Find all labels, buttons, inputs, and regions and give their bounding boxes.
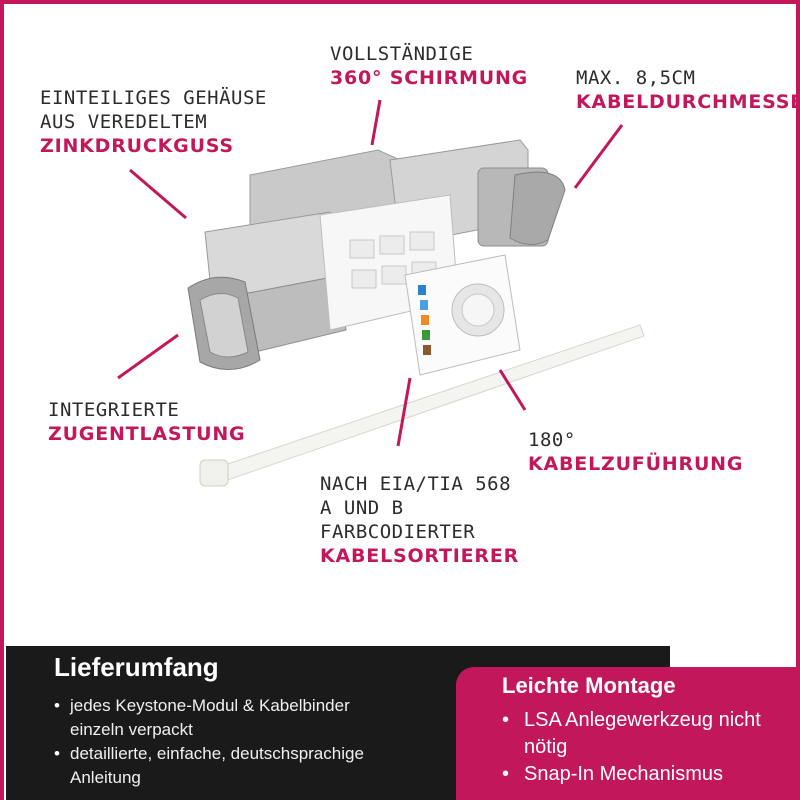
housing-callout: EINTEILIGES GEHÄUSE AUS VEREDELTEM ZINKD… xyxy=(40,86,267,158)
assembly-title: Leichte Montage xyxy=(502,673,676,698)
delivery-item: jedes Keystone-Modul & Kabelbinder einze… xyxy=(54,694,384,742)
cable-tie-image xyxy=(199,324,645,487)
shielding-connector xyxy=(370,99,382,146)
strain-callout: INTEGRIERTE ZUGENTLASTUNG xyxy=(48,398,245,446)
sorter-line1: NACH EIA/TIA 568 xyxy=(320,473,512,495)
shielding-callout: VOLLSTÄNDIGE 360° SCHIRMUNG xyxy=(330,42,528,90)
housing-connector xyxy=(129,168,187,220)
sorter-accent: KABELSORTIERER xyxy=(320,545,520,567)
sorter-callout: NACH EIA/TIA 568 A UND B FARBCODIERTER K… xyxy=(320,472,519,568)
housing-accent: ZINKDRUCKGUSS xyxy=(40,135,234,157)
feed-accent: KABELZUFÜHRUNG xyxy=(528,453,744,475)
white-sorter-image xyxy=(319,194,521,376)
strain-line1: INTEGRIERTE xyxy=(48,399,180,421)
delivery-list: jedes Keystone-Modul & Kabelbinder einze… xyxy=(54,694,384,790)
assembly-item: LSA Anlegewerkzeug nicht nötig xyxy=(502,707,792,761)
feed-connector xyxy=(498,369,527,411)
assembly-panel: Leichte Montage LSA Anlegewerkzeug nicht… xyxy=(456,667,800,800)
diameter-callout: MAX. 8,5CM KABELDURCHMESSER xyxy=(576,66,800,114)
assembly-item: Snap-In Mechanismus xyxy=(502,761,792,788)
diameter-accent: KABELDURCHMESSER xyxy=(576,91,800,113)
sorter-line2: A UND B xyxy=(320,497,404,519)
feed-line1: 180° xyxy=(528,429,576,451)
diameter-connector xyxy=(573,124,624,189)
strain-accent: ZUGENTLASTUNG xyxy=(48,423,246,445)
sorter-connector xyxy=(396,377,412,447)
housing-line2: AUS VEREDELTEM xyxy=(40,111,208,133)
diameter-line1: MAX. 8,5CM xyxy=(576,67,696,89)
sorter-line3: FARBCODIERTER xyxy=(320,521,476,543)
strain-connector xyxy=(117,333,179,380)
housing-line1: EINTEILIGES GEHÄUSE xyxy=(40,87,267,109)
shielding-accent: 360° SCHIRMUNG xyxy=(330,67,529,89)
feed-callout: 180° KABELZUFÜHRUNG xyxy=(528,428,743,476)
delivery-title: Lieferumfang xyxy=(54,652,219,682)
shielding-line1: VOLLSTÄNDIGE xyxy=(330,43,474,65)
delivery-item: detaillierte, einfache, deutschsprachige… xyxy=(54,742,384,790)
assembly-list: LSA Anlegewerkzeug nicht nötig Snap-In M… xyxy=(502,707,792,788)
